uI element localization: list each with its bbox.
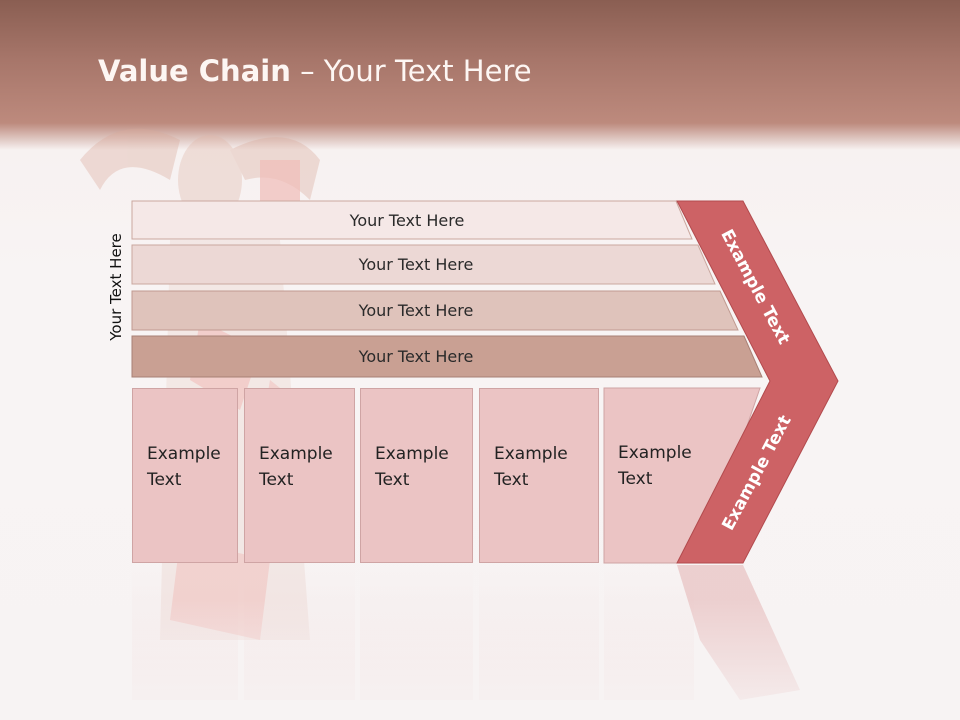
chevron-shape [676,200,839,564]
row-label-3: Your Text Here [358,301,474,320]
row-shape-2 [131,244,716,285]
box-1-line-1: Example [147,444,221,464]
example-box-3: Example Text [360,388,473,563]
box-3-line-2: Text [375,470,410,490]
box-4-line-2: Text [494,470,529,490]
row-label-4: Your Text Here [358,347,474,366]
example-box-2: Example Text [244,388,355,563]
example-box-4: Example Text [479,388,599,563]
row-label-2: Your Text Here [358,255,474,274]
box-2-line-1: Example [259,444,333,464]
row-shape-4 [131,335,763,378]
example-box-5: Example Text [604,388,694,563]
box-3-line-1: Example [375,444,449,464]
row-label-1: Your Text Here [349,210,465,230]
box-1-line-2: Text [147,470,182,490]
title-bar [0,0,960,150]
bottom-fade [0,600,960,720]
row-shape-1 [131,200,693,240]
box-4-line-1: Example [494,444,568,464]
row-shape-3 [131,290,739,331]
page-title: Value Chain – Your Text Here [98,54,532,88]
box-5-line-2: Text [618,469,653,489]
example-box-1: Example Text [132,388,238,563]
box-2-line-2: Text [259,470,294,490]
box-5-line-1: Example [618,443,692,463]
